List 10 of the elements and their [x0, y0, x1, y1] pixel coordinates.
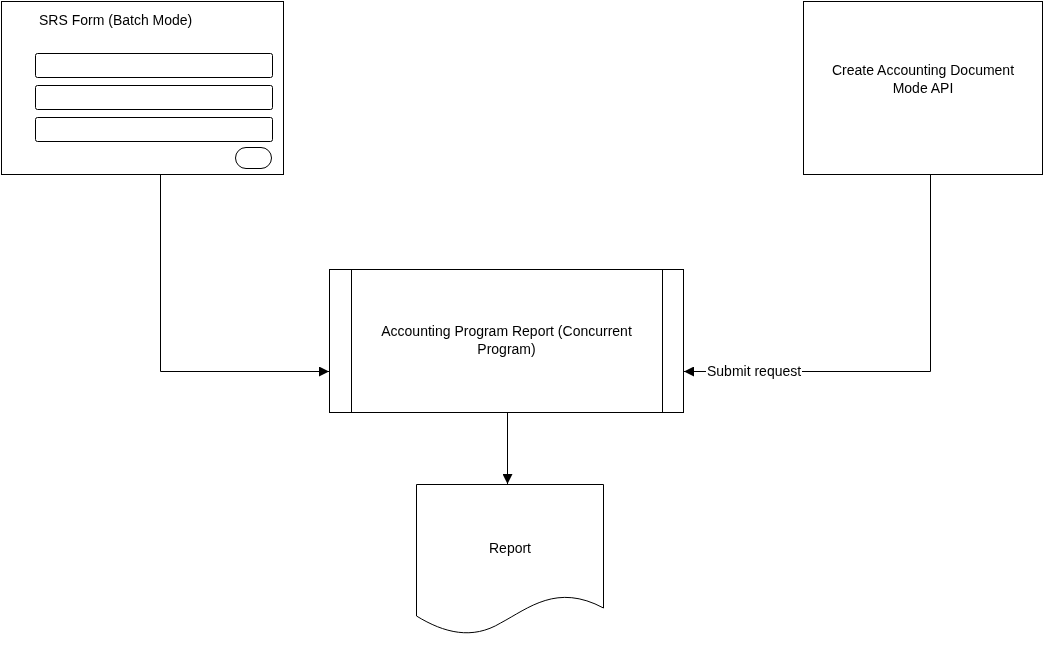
node-label: Create Accounting Document Mode API [830, 61, 1016, 97]
node-label: Report [488, 539, 532, 557]
window-title: SRS Form (Batch Mode) [39, 11, 194, 29]
process-box [803, 1, 1043, 175]
node-label: Accounting Program Report (Concurrent Program) [380, 322, 633, 358]
form-window [1, 1, 284, 175]
predefined-process-box [329, 269, 684, 413]
arrow [502, 412, 513, 485]
arrow [160, 174, 330, 377]
edge-label: Submit request [706, 362, 803, 379]
